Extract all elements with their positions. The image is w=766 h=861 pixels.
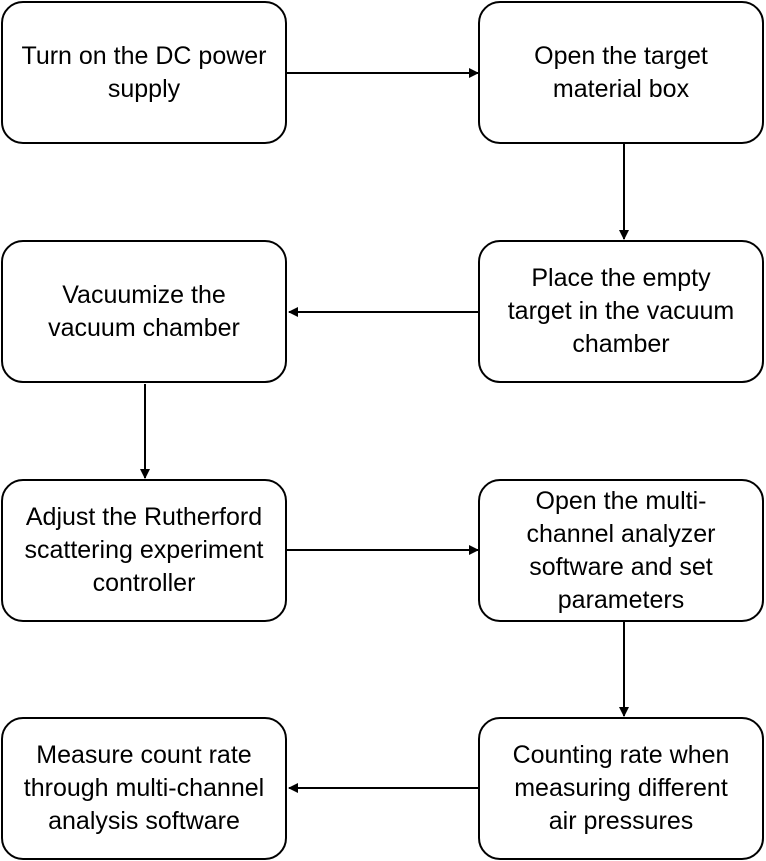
step-label: Adjust the Rutherford scattering experim… [24,503,264,597]
step-place-empty-target: Place the empty target in the vacuum cha… [478,240,764,383]
step-label: Open the target material box [534,41,708,103]
step-open-target-material-box: Open the target material box [478,1,764,144]
step-counting-rate-air-pressures: Counting rate when measuring different a… [478,717,764,860]
step-adjust-rutherford-controller: Adjust the Rutherford scattering experim… [1,479,287,622]
step-label: Turn on the DC power supply [21,41,267,103]
step-label: Measure count rate through multi-channel… [23,741,265,835]
step-vacuumize-chamber: Vacuumize the vacuum chamber [1,240,287,383]
step-label: Open the multi- channel analyzer softwar… [526,486,716,614]
step-turn-on-dc-power-supply: Turn on the DC power supply [1,1,287,144]
step-label: Vacuumize the vacuum chamber [48,280,240,342]
step-measure-count-rate: Measure count rate through multi-channel… [1,717,287,860]
step-label: Place the empty target in the vacuum cha… [507,264,735,358]
step-open-multichannel-analyzer: Open the multi- channel analyzer softwar… [478,479,764,622]
step-label: Counting rate when measuring different a… [512,741,730,835]
